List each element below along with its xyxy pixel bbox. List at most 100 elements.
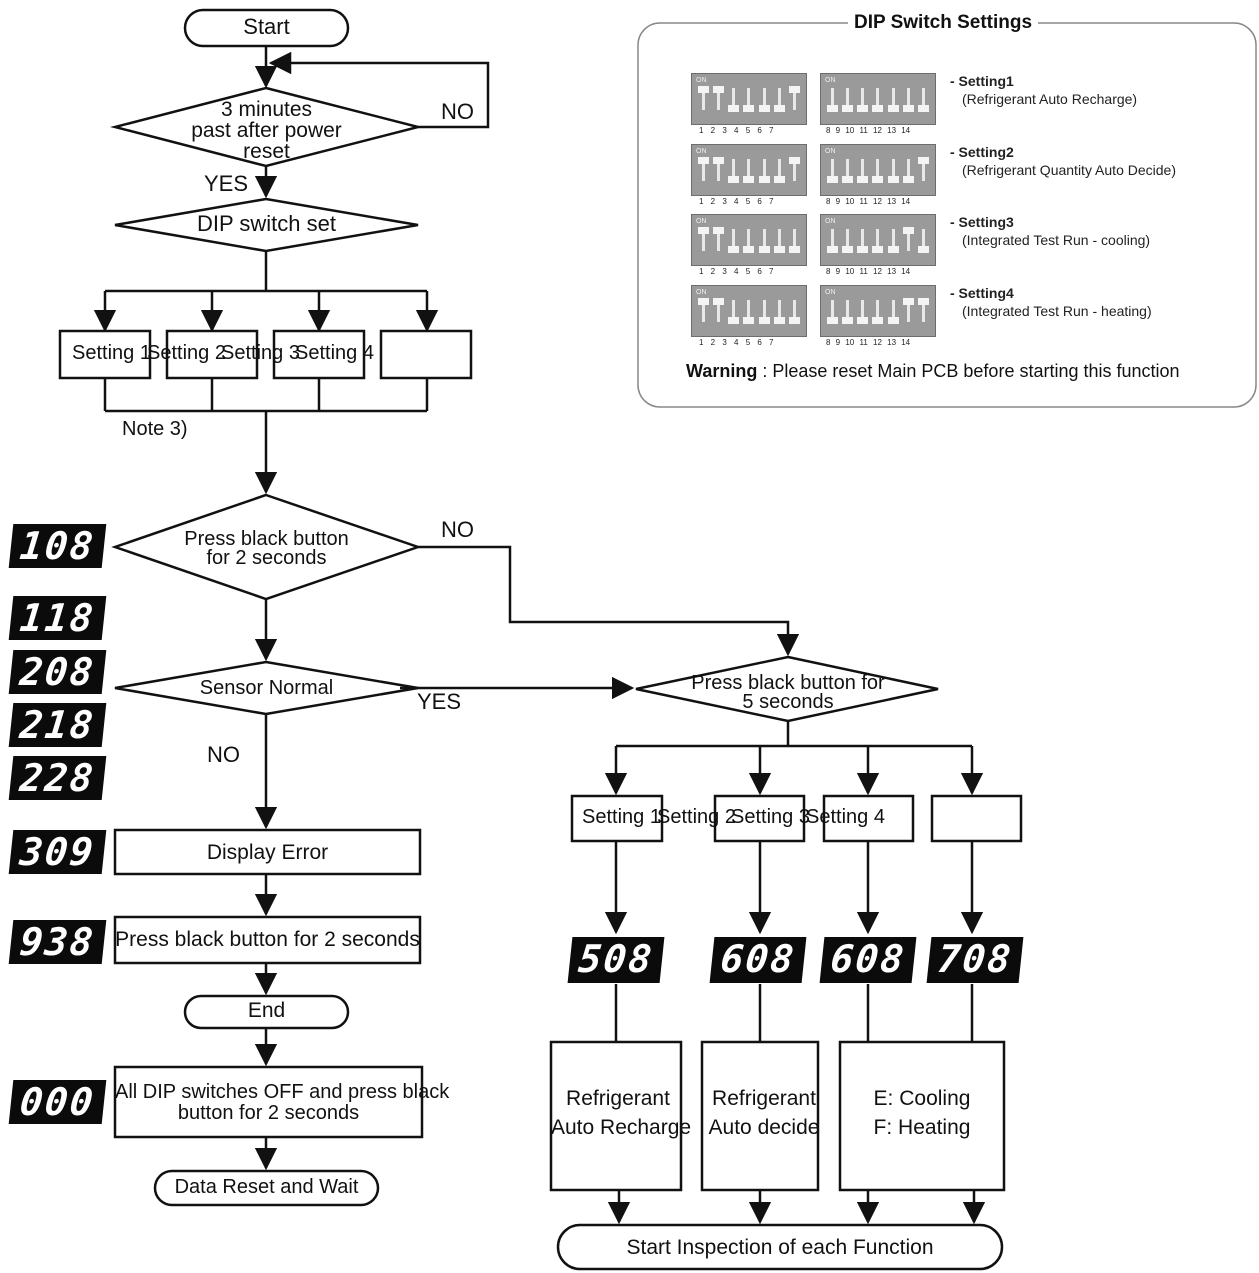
dip-setting-description: (Refrigerant Quantity Auto Decide) [962, 162, 1176, 178]
dip-switch-numbers: 8 9 10 11 12 13 14 [826, 338, 911, 347]
setting-right-1-label: Setting 1 [582, 806, 661, 828]
display-108: 108 [8, 524, 107, 568]
func-box-decide [700, 1040, 820, 1192]
start-inspection-label: Start Inspection of each Function [626, 1236, 934, 1259]
all-dip-off-label: All DIP switches OFF and press black but… [115, 1081, 450, 1124]
dip-toggle-down [872, 86, 884, 112]
setting-box-right-4 [930, 794, 1023, 843]
setting-right-2-label: Setting 2 [657, 806, 736, 828]
dip-toggle-up [713, 227, 725, 253]
press-5s-label: Press black button for 5 seconds [691, 672, 885, 713]
display-228: 228 [8, 756, 107, 800]
display-708: 708 [926, 937, 1024, 983]
dip-toggle-down [842, 298, 854, 324]
dip-setting-name: - Setting3 [950, 214, 1014, 230]
dip-switch-block-2-right: ON [820, 144, 936, 196]
dip-toggle-up [698, 86, 709, 112]
yes-label-1: YES [204, 171, 249, 196]
decision-3min-label: 3 minutes past after power reset [191, 98, 342, 163]
process-display-error [113, 828, 422, 876]
dip-toggle-up [917, 157, 929, 183]
dip-toggle-down [758, 86, 770, 112]
dip-setting-description: (Integrated Test Run - cooling) [962, 232, 1151, 248]
func-box-recharge [549, 1040, 683, 1192]
dip-toggle-down [827, 157, 838, 183]
dip-on-label: ON [825, 77, 836, 84]
dip-toggle-down [758, 227, 770, 253]
display-608-b: 608 [819, 937, 917, 983]
start-label: Start [243, 14, 290, 39]
dip-toggle-down [887, 157, 899, 183]
warning-line: Warning : Please reset Main PCB before s… [686, 362, 1180, 380]
dip-toggle-down [728, 86, 740, 112]
dip-toggle-up [788, 86, 800, 112]
dip-toggle-up [713, 86, 725, 112]
warning-label: Warning [686, 361, 758, 381]
func-decide-label: Refrigerant Auto decide [708, 1087, 820, 1139]
dip-setting-name: - Setting2 [950, 144, 1014, 160]
dip-toggle-down [887, 298, 899, 324]
dip-switch-block-4-right: ON [820, 285, 936, 337]
press-2s-b-label: Press black button for 2 seconds [115, 928, 420, 951]
func-test-label: E: Cooling F: Heating [873, 1087, 971, 1139]
display-118: 118 [8, 596, 107, 640]
dip-toggle-down [917, 86, 929, 112]
process-press-2s [113, 915, 422, 965]
display-938: 938 [8, 920, 107, 964]
setting-top-1-label: Setting 1 [72, 342, 151, 364]
dip-toggle-down [773, 157, 785, 183]
dip-setting-description: (Integrated Test Run - heating) [962, 303, 1152, 319]
dip-toggle-down [743, 86, 755, 112]
display-208: 208 [8, 650, 107, 694]
dip-on-label: ON [696, 77, 707, 84]
dip-toggle-down [857, 157, 869, 183]
dip-panel-title: DIP Switch Settings [848, 13, 1039, 32]
dip-switch-block-1-left: ON [691, 73, 807, 125]
setting-top-2-label: Setting 2 [147, 342, 226, 364]
dip-toggle-down [728, 298, 740, 324]
yes-label-2: YES [417, 689, 462, 714]
dip-switch-numbers: 8 9 10 11 12 13 14 [826, 126, 911, 135]
start-inspection-terminator [556, 1223, 1004, 1271]
dip-switch-block-2-left: ON [691, 144, 807, 196]
dip-switch-numbers: 1 2 3 4 5 6 7 [699, 197, 774, 206]
dip-toggle-down [773, 227, 785, 253]
dip-toggle-up [698, 157, 709, 183]
dip-switch-numbers: 8 9 10 11 12 13 14 [826, 267, 911, 276]
dip-toggle-up [788, 157, 800, 183]
dip-switch-numbers: 1 2 3 4 5 6 7 [699, 267, 774, 276]
dip-toggle-down [872, 157, 884, 183]
no-label-2: NO [441, 517, 474, 542]
dip-on-label: ON [696, 289, 707, 296]
dip-toggle-down [827, 298, 838, 324]
dip-switch-numbers: 1 2 3 4 5 6 7 [699, 126, 774, 135]
dip-toggle-down [743, 298, 755, 324]
dip-toggle-up [902, 298, 914, 324]
dip-toggle-down [827, 86, 838, 112]
dip-switch-set-label: DIP switch set [197, 211, 336, 236]
dip-toggle-down [857, 227, 869, 253]
data-reset-label: Data Reset and Wait [174, 1176, 359, 1198]
dip-toggle-down [917, 227, 929, 253]
press-2s-label: Press black button for 2 seconds [184, 528, 349, 569]
warning-text: : Please reset Main PCB before starting … [757, 361, 1180, 381]
dip-toggle-up [713, 157, 725, 183]
dip-on-label: ON [825, 218, 836, 225]
dip-toggle-down [872, 298, 884, 324]
dip-toggle-down [743, 157, 755, 183]
dip-switch-block-1-right: ON [820, 73, 936, 125]
dip-switch-numbers: 1 2 3 4 5 6 7 [699, 338, 774, 347]
setting-box-top-4 [379, 329, 473, 380]
func-box-test-run [838, 1040, 1006, 1192]
dip-on-label: ON [696, 148, 707, 155]
dip-toggle-down [887, 86, 899, 112]
dip-switch-numbers: 8 9 10 11 12 13 14 [826, 197, 911, 206]
setting-top-4-label: Setting 4 [295, 342, 374, 364]
setting-right-3-label: Setting 3 [731, 806, 810, 828]
func-recharge-label: Refrigerant Auto Recharge [551, 1087, 692, 1139]
display-error-label: Display Error [206, 841, 329, 864]
end-label: End [247, 999, 286, 1022]
dip-toggle-down [842, 157, 854, 183]
dip-toggle-down [827, 227, 838, 253]
dip-toggle-down [857, 298, 869, 324]
